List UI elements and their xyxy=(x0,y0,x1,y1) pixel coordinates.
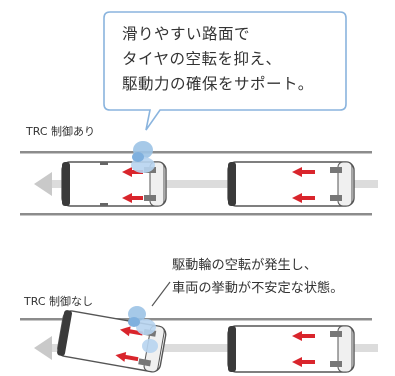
callout-bubble xyxy=(103,11,347,131)
trc-on-label: TRC 制御あり xyxy=(26,125,95,138)
note-line-2: 車両の挙動が不安定な状態。 xyxy=(172,281,344,296)
car-top-rear xyxy=(227,161,355,207)
road-top xyxy=(20,151,372,216)
note-line-1: 駆動輪の空転が発生し、 xyxy=(172,258,318,273)
water-splash-top xyxy=(131,141,155,173)
car-bottom-rear xyxy=(227,325,355,373)
direction-arrow-top xyxy=(34,172,378,196)
note-pointer xyxy=(151,281,171,307)
instability-note: 駆動輪の空転が発生し、 車両の挙動が不安定な状態。 xyxy=(172,254,387,300)
road-bottom xyxy=(20,318,372,321)
callout-line-1: 滑りやすい路面で xyxy=(122,25,251,43)
callout-line-2: タイヤの空転を抑え、 xyxy=(122,50,282,68)
direction-arrow-bottom xyxy=(34,336,378,360)
water-splash-bottom xyxy=(128,306,158,353)
trc-off-label: TRC 制御なし xyxy=(24,295,93,308)
callout-line-3: 駆動力の確保をサポート。 xyxy=(122,75,314,93)
callout-text: 滑りやすい路面で タイヤの空転を抑え、 駆動力の確保をサポート。 xyxy=(122,22,348,97)
